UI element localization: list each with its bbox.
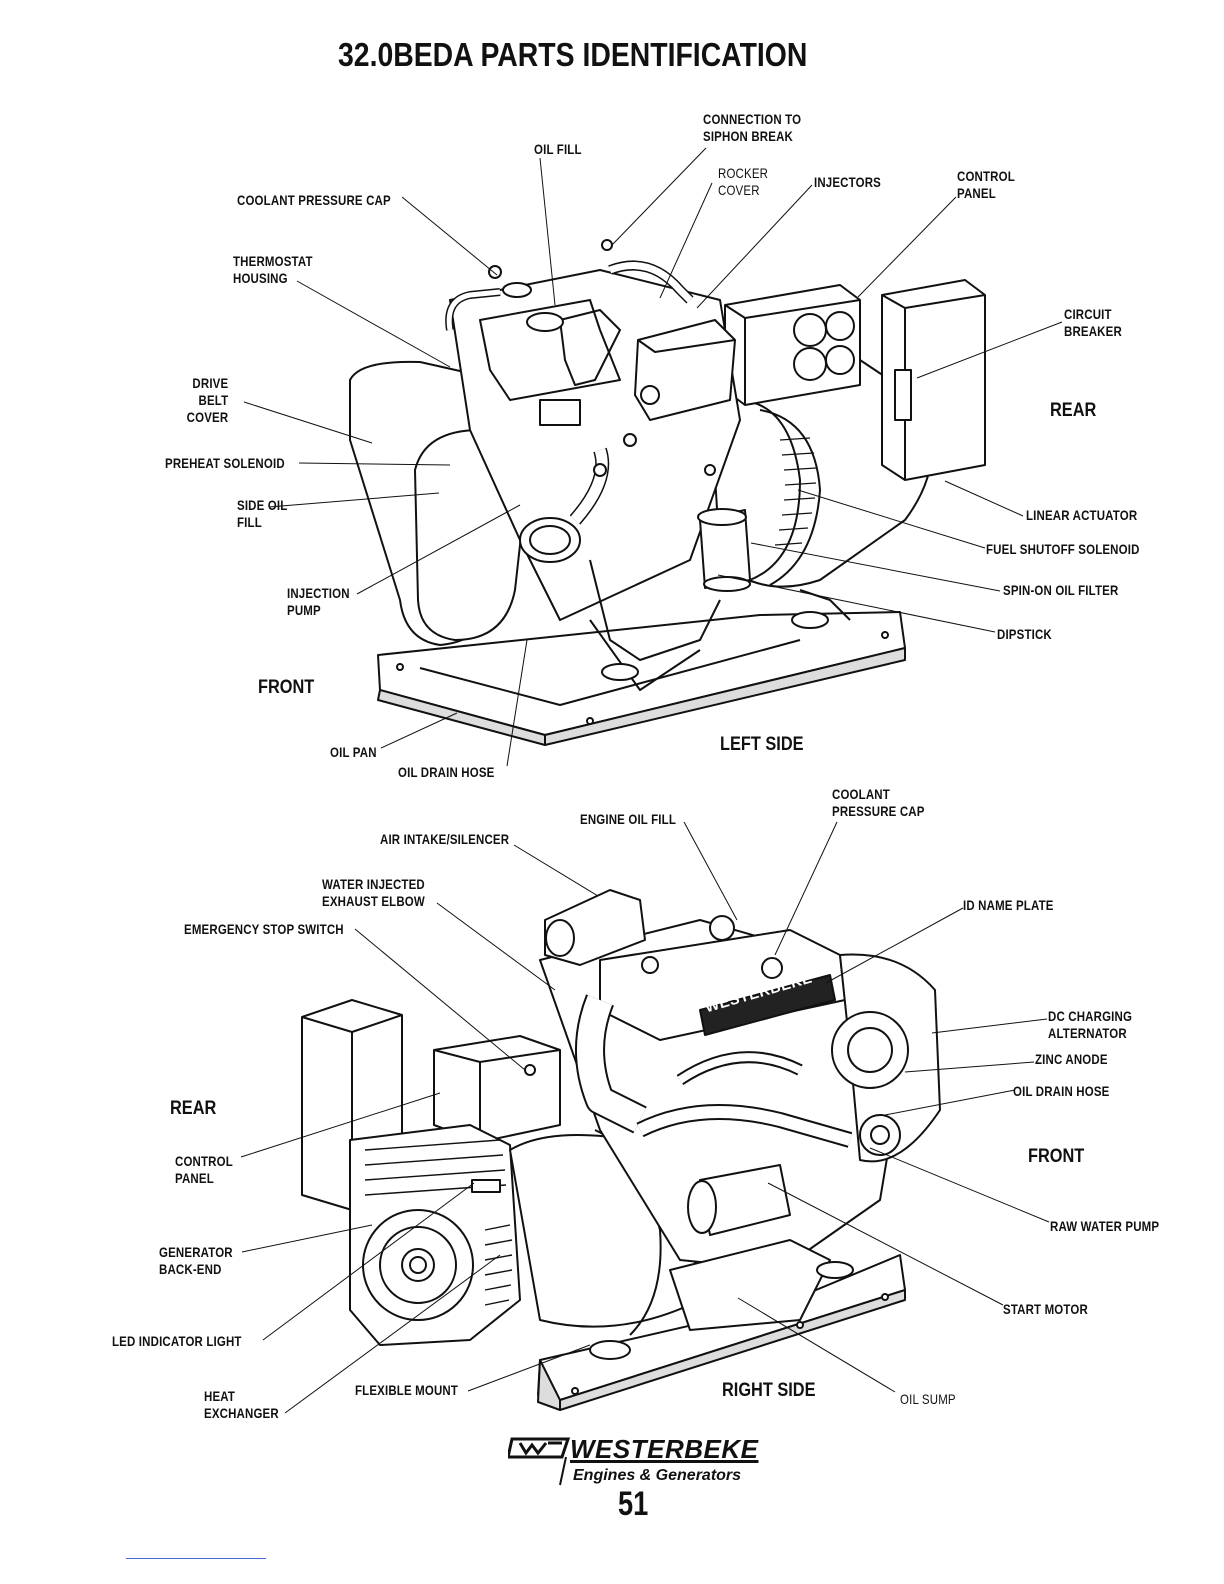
label-oil-sump: OIL SUMP (900, 1391, 956, 1407)
label-heat-exchanger: HEAT EXCHANGER (204, 1388, 279, 1421)
label-coolant-pressure-cap-bottom: COOLANT PRESSURE CAP (832, 786, 925, 819)
label-id-name-plate: ID NAME PLATE (963, 897, 1054, 913)
label-drive-belt-cover: DRIVE BELT COVER (186, 375, 229, 425)
right-side-engine-drawing (301, 889, 941, 1411)
label-control-panel-top: CONTROL PANEL (957, 168, 1015, 201)
label-rear-bottom: REAR (170, 1098, 217, 1119)
label-raw-water-pump: RAW WATER PUMP (1050, 1218, 1160, 1234)
label-water-injected-exhaust-elbow: WATER INJECTED EXHAUST ELBOW (322, 876, 425, 909)
label-dc-charging-alternator: DC CHARGING ALTERNATOR (1048, 1008, 1133, 1041)
label-fuel-shutoff-solenoid: FUEL SHUTOFF SOLENOID (986, 541, 1140, 557)
label-linear-actuator: LINEAR ACTUATOR (1026, 507, 1138, 523)
left-side-engine-drawing (349, 239, 986, 746)
westerbeke-logo-mark (508, 1437, 571, 1486)
label-injectors: INJECTORS (814, 174, 881, 190)
label-preheat-solenoid: PREHEAT SOLENOID (165, 455, 285, 471)
label-air-intake-silencer: AIR INTAKE/SILENCER (380, 831, 510, 847)
footer-tagline: Engines & Generators (573, 1467, 742, 1484)
label-zinc-anode: ZINC ANODE (1035, 1051, 1108, 1067)
label-start-motor: START MOTOR (1003, 1301, 1088, 1317)
label-connection-siphon-break: CONNECTION TO SIPHON BREAK (703, 111, 802, 144)
label-generator-back-end: GENERATOR BACK-END (159, 1244, 233, 1277)
label-right-side: RIGHT SIDE (722, 1380, 816, 1401)
label-coolant-pressure-cap-top: COOLANT PRESSURE CAP (237, 192, 391, 208)
label-led-indicator-light: LED INDICATOR LIGHT (112, 1333, 242, 1349)
label-front-top: FRONT (258, 677, 315, 698)
label-side-oil-fill: SIDE OIL FILL (237, 497, 288, 530)
label-thermostat-housing: THERMOSTAT HOUSING (233, 253, 313, 286)
label-circuit-breaker: CIRCUIT BREAKER (1064, 306, 1122, 339)
label-rocker-cover: ROCKER COVER (718, 165, 769, 198)
label-oil-fill: OIL FILL (534, 141, 582, 157)
label-flexible-mount: FLEXIBLE MOUNT (355, 1382, 459, 1398)
footer-brand: WESTERBEKE (570, 1434, 759, 1464)
label-dipstick: DIPSTICK (997, 626, 1052, 642)
label-oil-pan: OIL PAN (330, 744, 377, 760)
page-number: 51 (618, 1485, 649, 1523)
label-injection-pump: INJECTION PUMP (287, 585, 350, 618)
label-control-panel-bottom: CONTROL PANEL (175, 1153, 233, 1186)
label-front-bottom: FRONT (1028, 1146, 1085, 1167)
label-engine-oil-fill: ENGINE OIL FILL (580, 811, 677, 827)
label-rear-top: REAR (1050, 400, 1097, 421)
page-title: 32.0BEDA PARTS IDENTIFICATION (338, 36, 808, 73)
label-oil-drain-hose-bottom: OIL DRAIN HOSE (1013, 1083, 1110, 1099)
label-emergency-stop-switch: EMERGENCY STOP SWITCH (184, 921, 344, 937)
footer-rule (126, 1558, 266, 1559)
label-oil-drain-hose-top: OIL DRAIN HOSE (398, 764, 495, 780)
label-spin-on-oil-filter: SPIN-ON OIL FILTER (1003, 582, 1119, 598)
label-left-side: LEFT SIDE (720, 734, 804, 755)
